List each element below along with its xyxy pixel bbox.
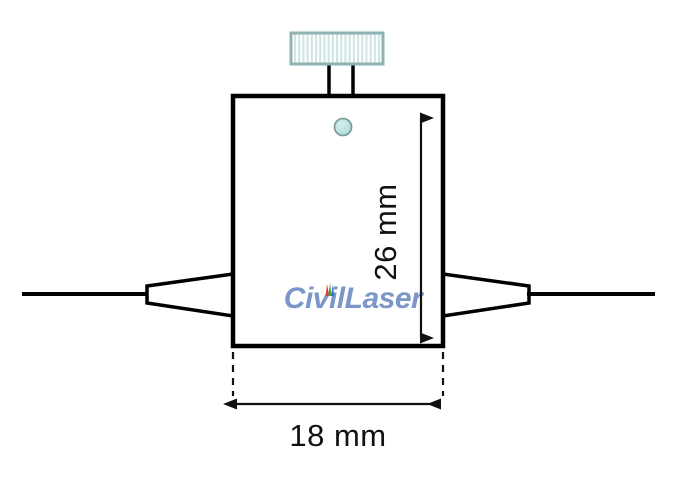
height-dimension-label: 26 mm (368, 183, 403, 280)
width-dimension: 18 mm (223, 352, 445, 453)
brand-accent-icon (325, 283, 335, 296)
fiber-pigtail-right (441, 271, 655, 319)
strain-relief-boot-left (145, 271, 235, 319)
ribbon-connector-assembly (289, 31, 385, 98)
brand-name-text: CivilLaser (284, 282, 425, 315)
window-aperture-icon (333, 117, 353, 137)
height-dimension: 26 mm (368, 112, 434, 344)
fiber-pigtail-left (22, 271, 235, 319)
brand-watermark: CivilLaser (284, 282, 426, 315)
strain-relief-boot-right (441, 271, 531, 319)
width-dimension-label: 18 mm (289, 418, 386, 453)
ribbon-connector-block (289, 31, 385, 66)
module-housing-body (230, 93, 446, 349)
